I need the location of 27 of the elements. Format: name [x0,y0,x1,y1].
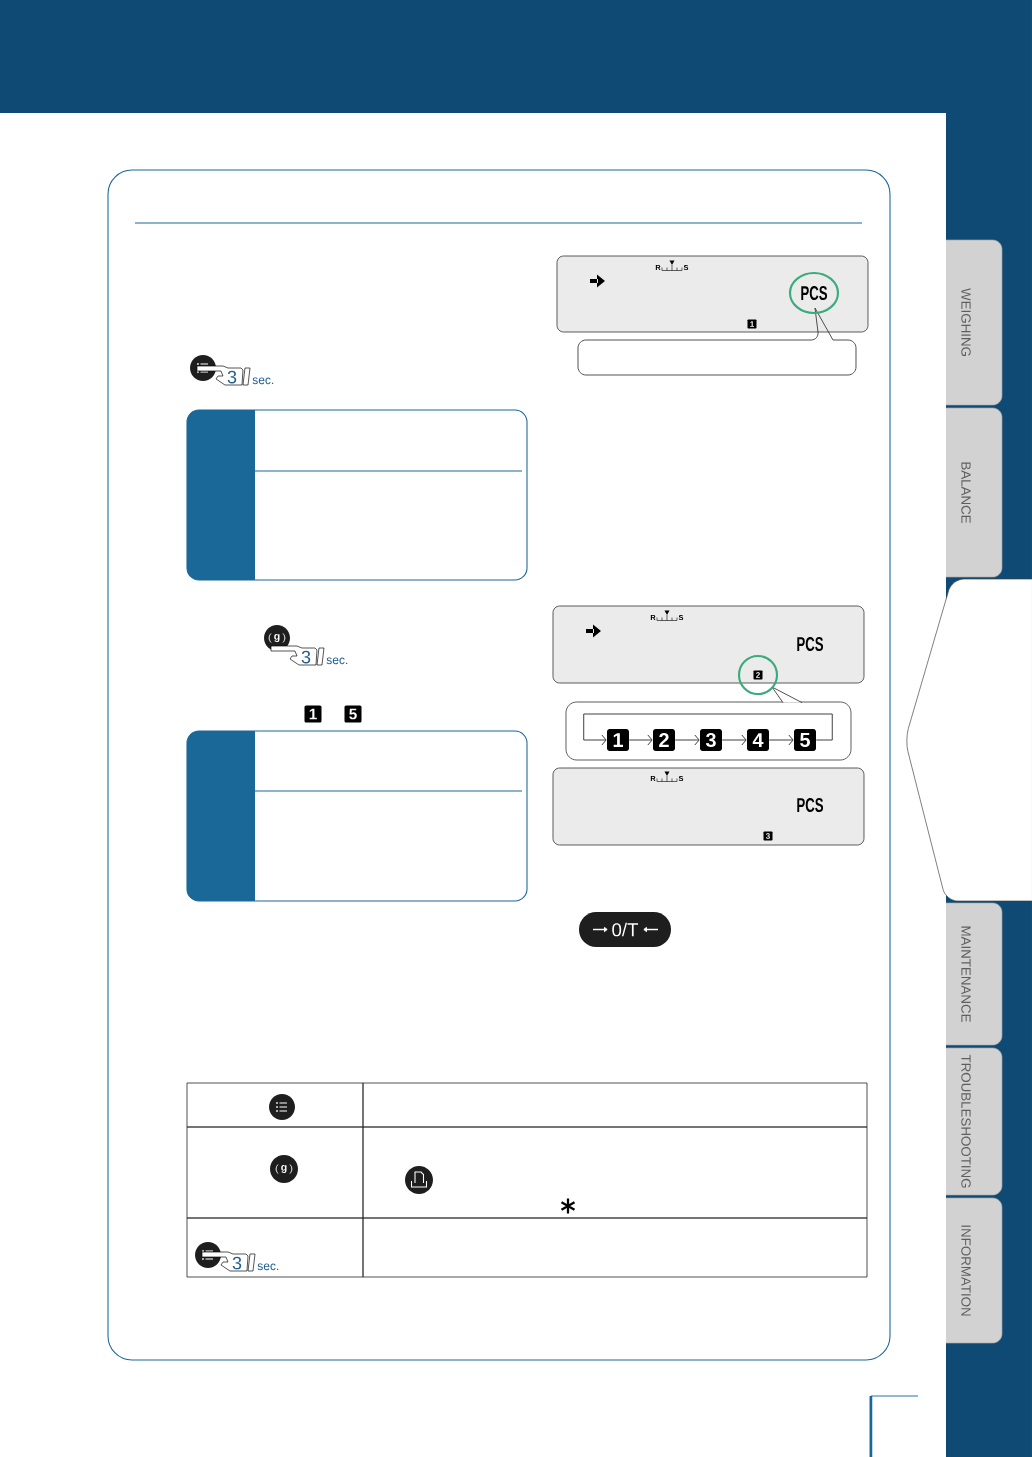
callout-box [565,701,852,761]
digit-badge: 1 [304,705,322,723]
section-tab: WEIGHING [945,239,1003,406]
digit-badge: 3 [763,831,773,841]
duration-number: 3 [232,1256,242,1270]
unit-text: PCS [797,797,824,813]
section-tab: TROUBLESHOOTING [945,1047,1003,1196]
digit-badge: 5 [344,705,362,723]
section-tab: MAINTENANCE [945,902,1003,1046]
section-tab: INFORMATION [945,1197,1003,1344]
zero-tare-button: 0/T [579,912,671,947]
digit-box: 3 [700,729,722,751]
seconds-unit: sec. [252,377,274,385]
digit-badge: 2 [753,670,763,680]
seconds-unit: sec. [326,657,348,665]
digit-box: 1 [607,729,629,751]
digit-box: 5 [794,729,816,751]
digit-box: 4 [747,729,769,751]
unit-button: g [270,1155,298,1183]
section-tab: BALANCE [945,407,1003,578]
digit-badge: 1 [747,319,757,329]
duration-number: 3 [301,650,311,664]
unit-text: PCS [797,636,824,652]
seconds-unit: sec. [257,1263,279,1271]
unit-text: PCS [801,285,828,301]
digit-box: 2 [653,729,675,751]
duration-number: 3 [227,370,237,384]
